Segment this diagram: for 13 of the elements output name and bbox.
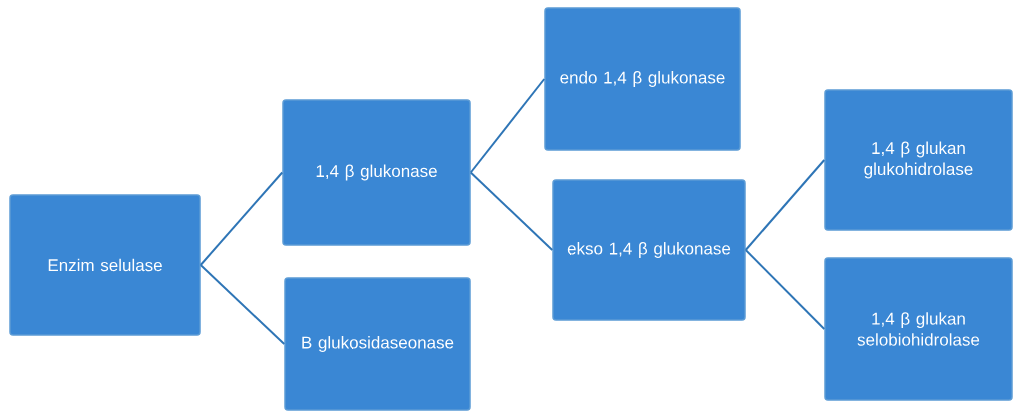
process-box: B glukosidaseonase — [284, 277, 471, 411]
process-box: 1,4 β glukan selobiohidrolase — [824, 257, 1013, 401]
process-box: 1,4 β glukonase — [282, 99, 471, 246]
connector-line — [744, 249, 826, 330]
connector-line — [469, 78, 546, 174]
connector-line — [469, 171, 554, 251]
process-box: 1,4 β glukan glukohidrolase — [824, 89, 1013, 231]
connector-line — [199, 171, 284, 266]
process-box: ekso 1,4 β glukonase — [552, 179, 746, 321]
connector-line — [199, 264, 286, 345]
connector-line — [744, 159, 826, 251]
process-box: endo 1,4 β glukonase — [544, 7, 741, 151]
process-box: Enzim selulase — [9, 194, 201, 336]
